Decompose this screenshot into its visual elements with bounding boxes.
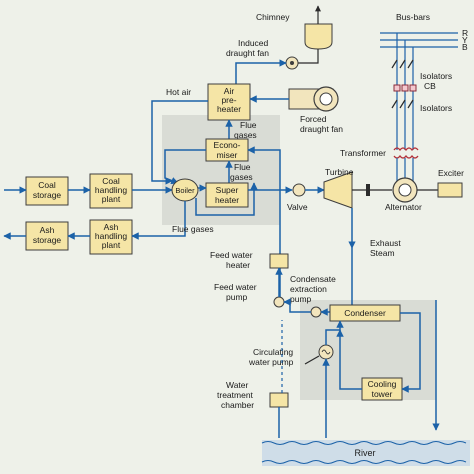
chimney-label: Chimney <box>256 12 290 22</box>
feed-water-pump <box>273 296 285 308</box>
hot-air-label: Hot air <box>166 87 191 97</box>
induced-draught-fan <box>285 49 319 70</box>
river-label: River <box>354 448 375 458</box>
feed-water-heater <box>269 253 289 269</box>
circulating-pump-to-condenser <box>325 320 344 345</box>
exciter <box>437 182 463 198</box>
turbine-label: Turbine <box>325 167 354 177</box>
flue-gases-3-label: Flue gases <box>172 224 214 234</box>
water-treatment-chamber <box>269 392 289 408</box>
turbine <box>323 171 353 209</box>
boiler-to-ash <box>131 201 186 240</box>
transformer <box>393 147 419 159</box>
transformer-label: Transformer <box>340 148 386 158</box>
shaft-coupling <box>366 184 370 196</box>
super-heater <box>205 182 249 208</box>
coal-handling-plant <box>89 173 133 209</box>
coal-storage <box>25 176 69 206</box>
economiser-label: Econo-miser <box>214 140 241 160</box>
condenser-label: Condenser <box>344 308 386 318</box>
phase-y-label: Y <box>462 35 468 45</box>
isolators-label: Isolators <box>420 103 452 113</box>
feed-to-economiser <box>247 146 281 300</box>
circulating-pump-symbol <box>321 349 331 355</box>
circulating-pump-pointer <box>304 355 320 365</box>
circuit-breakers <box>393 84 417 92</box>
lower-isolators <box>391 99 414 109</box>
condenser-to-cooling-tower <box>400 312 421 393</box>
phase-b-label: B <box>462 42 468 52</box>
river <box>261 440 470 466</box>
phase-r-label: R <box>462 28 468 38</box>
alternator <box>392 177 418 203</box>
ash-handling-plant <box>89 219 133 255</box>
exciter-label: Exciter <box>438 168 464 178</box>
forced-draught-fan <box>288 86 339 112</box>
boiler-label: Boiler <box>175 186 195 195</box>
furnace-shaded-region <box>162 115 280 225</box>
cep-to-fwp <box>283 298 311 313</box>
upper-isolators <box>391 59 414 69</box>
hot-air-to-boiler <box>151 100 208 185</box>
valve <box>292 183 306 197</box>
flue-boiler-up <box>195 182 258 216</box>
eco-to-boiler <box>164 149 206 185</box>
bus-bars-label: Bus-bars <box>396 12 430 22</box>
condenser-shaded-region <box>300 300 436 400</box>
flue-to-chimney <box>235 59 287 84</box>
bus-bars <box>380 32 458 48</box>
valve-label: Valve <box>287 202 308 212</box>
alternator-label: Alternator <box>385 202 422 212</box>
chimney <box>304 5 333 50</box>
cooling-tower-return <box>336 329 362 390</box>
condensate-extraction-pump <box>310 306 322 318</box>
